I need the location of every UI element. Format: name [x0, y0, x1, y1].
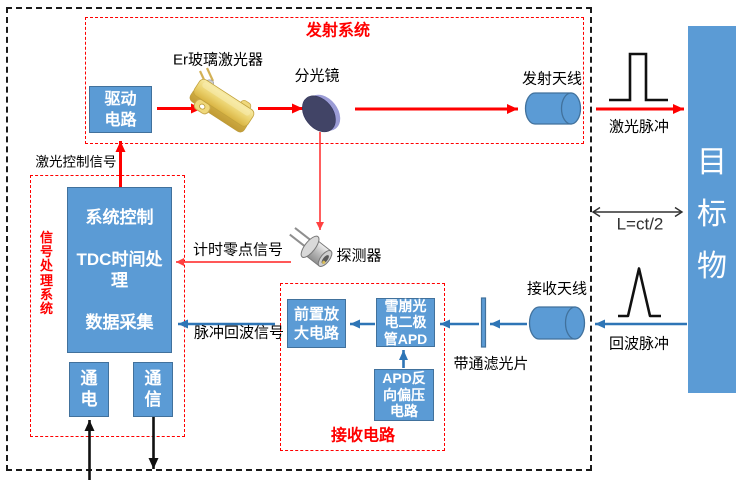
- receive-section-label: 接收电路: [330, 427, 396, 445]
- beam-splitter-label: 分光镜: [294, 67, 340, 85]
- receive-antenna-icon: [528, 306, 586, 340]
- system-outer-frame: [6, 7, 592, 471]
- transmit-section-frame: [85, 17, 584, 144]
- receive-section-frame: [280, 283, 445, 451]
- beam-splitter-icon: [302, 94, 341, 133]
- comm-box: 通信: [133, 362, 173, 417]
- transmit-antenna-label: 发射天线: [521, 70, 583, 88]
- echo-pulse-label: 回波脉冲: [608, 335, 670, 353]
- laser-module-icon: [189, 67, 255, 133]
- laser-label: Er玻璃激光器: [172, 51, 264, 69]
- pulse-echo-signal-label: 脉冲回波信号: [193, 324, 285, 342]
- drive-circuit-box: 驱动电路: [89, 86, 152, 133]
- power-box: 通电: [69, 362, 109, 417]
- distance-dimension-arrow: [591, 206, 684, 218]
- receive-antenna-label: 接收天线: [526, 280, 588, 298]
- target-object-box: 目标物: [688, 26, 736, 393]
- apd-bias-box: APD反向偏压电路: [374, 369, 434, 421]
- detector-label: 探测器: [336, 247, 382, 265]
- bandpass-filter-icon: [480, 297, 487, 348]
- laser-pulse-icon: [609, 52, 668, 102]
- preamp-box: 前置放大电路: [287, 299, 346, 348]
- timing-zero-signal-label: 计时零点信号: [192, 241, 284, 259]
- transmit-section-label: 发射系统: [305, 22, 371, 40]
- laser-pulse-label: 激光脉冲: [608, 118, 670, 136]
- detector-icon: [289, 227, 333, 267]
- signal-processing-section-frame: [30, 175, 185, 437]
- signal-processing-section-label: 信号处理系统: [39, 230, 54, 317]
- echo-pulse-icon: [618, 267, 661, 318]
- apd-box: 雪崩光电二极管APD: [376, 298, 435, 347]
- bandpass-filter-label: 带通滤光片: [453, 355, 529, 373]
- distance-formula-label: L=ct/2: [616, 214, 664, 234]
- laser-control-signal-label: 激光控制信号: [35, 154, 117, 170]
- transmit-antenna-icon: [524, 92, 582, 125]
